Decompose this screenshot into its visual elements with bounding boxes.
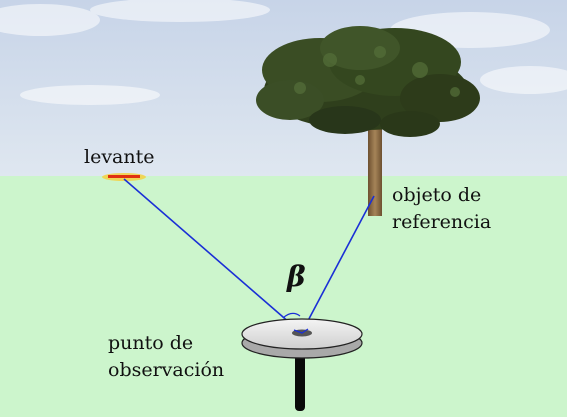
angle-beta-label: β xyxy=(287,260,306,293)
reference-label-line2: referencia xyxy=(392,211,492,233)
observation-label-line2: observación xyxy=(108,359,225,381)
tree-icon xyxy=(256,26,480,137)
tree-trunk xyxy=(368,118,382,216)
angle-arc xyxy=(282,312,301,319)
sun-on-horizon-icon xyxy=(102,173,146,181)
reference-object-label: objeto de referencia xyxy=(392,182,491,236)
clouds xyxy=(0,0,567,105)
observation-point-label: punto de observación xyxy=(108,330,224,384)
ground xyxy=(0,176,567,417)
observation-post xyxy=(295,345,305,411)
sight-line-to-sunrise xyxy=(123,178,299,331)
sunrise-label: levante xyxy=(84,146,155,168)
sight-line-to-reference xyxy=(301,195,375,333)
reference-label-line1: objeto de xyxy=(392,184,482,206)
observation-label-line1: punto de xyxy=(108,332,194,354)
disk-on-post-icon xyxy=(241,318,363,359)
